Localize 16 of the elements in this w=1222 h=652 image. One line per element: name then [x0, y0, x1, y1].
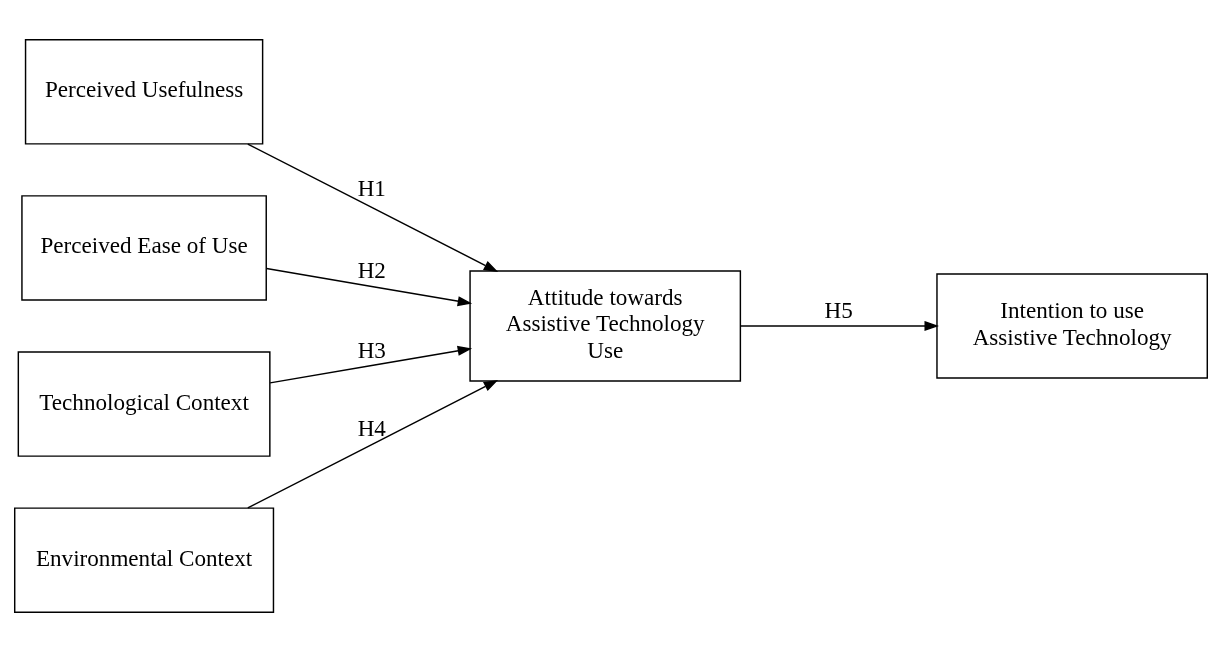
node-box: Intention to use Assistive Technology	[936, 273, 1208, 379]
node-box: Attitude towards Assistive Technology Use	[469, 270, 742, 382]
edge-label: H5	[824, 297, 853, 324]
arrow	[740, 320, 939, 332]
edge-label: H4	[357, 414, 386, 441]
arrow	[247, 379, 499, 509]
node-box: Technological Context	[17, 351, 271, 457]
node-box: Perceived Usefulness	[24, 39, 264, 145]
node-box: Environmental Context	[14, 507, 275, 613]
arrow	[269, 345, 473, 384]
edge-label: H2	[357, 257, 386, 284]
arrow	[247, 143, 499, 273]
node-box: Perceived Ease of Use	[21, 195, 267, 301]
arrow	[265, 267, 473, 307]
edge-label: H3	[357, 336, 386, 363]
edge-label: H1	[357, 174, 386, 201]
